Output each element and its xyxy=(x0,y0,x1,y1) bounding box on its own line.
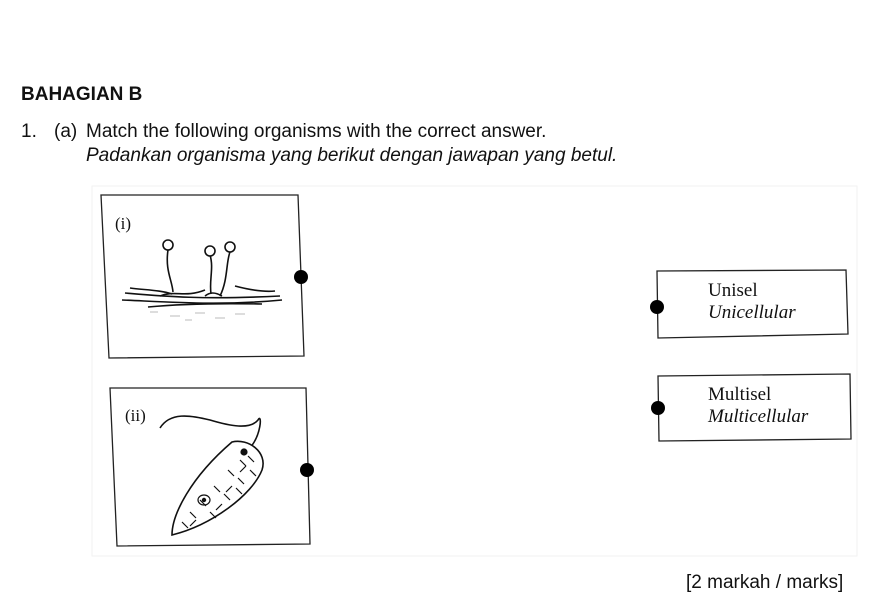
question-number: 1. xyxy=(21,121,37,142)
answer-malay-1: Unisel xyxy=(708,280,758,301)
marks-allocation: [2 markah / marks] xyxy=(686,572,844,593)
answer-malay-2: Multisel xyxy=(708,384,772,405)
section-title: BAHAGIAN B xyxy=(21,84,143,105)
instruction-malay: Padankan organisma yang berikut dengan j… xyxy=(86,145,618,166)
answer-english-1: Unicellular xyxy=(708,302,796,323)
question-part: (a) xyxy=(54,121,78,142)
organism-label-1: (i) xyxy=(115,214,132,233)
instruction-english: Match the following organisms with the c… xyxy=(86,121,547,142)
euglena-icon xyxy=(159,415,264,537)
organism-label-2: (ii) xyxy=(125,406,146,425)
bread-mould-icon xyxy=(121,239,283,321)
answer-box-unicellular xyxy=(656,269,849,339)
organism-box-1 xyxy=(100,194,305,359)
answer-box-multicellular xyxy=(657,373,852,442)
answer-english-2: Multicellular xyxy=(708,406,809,427)
